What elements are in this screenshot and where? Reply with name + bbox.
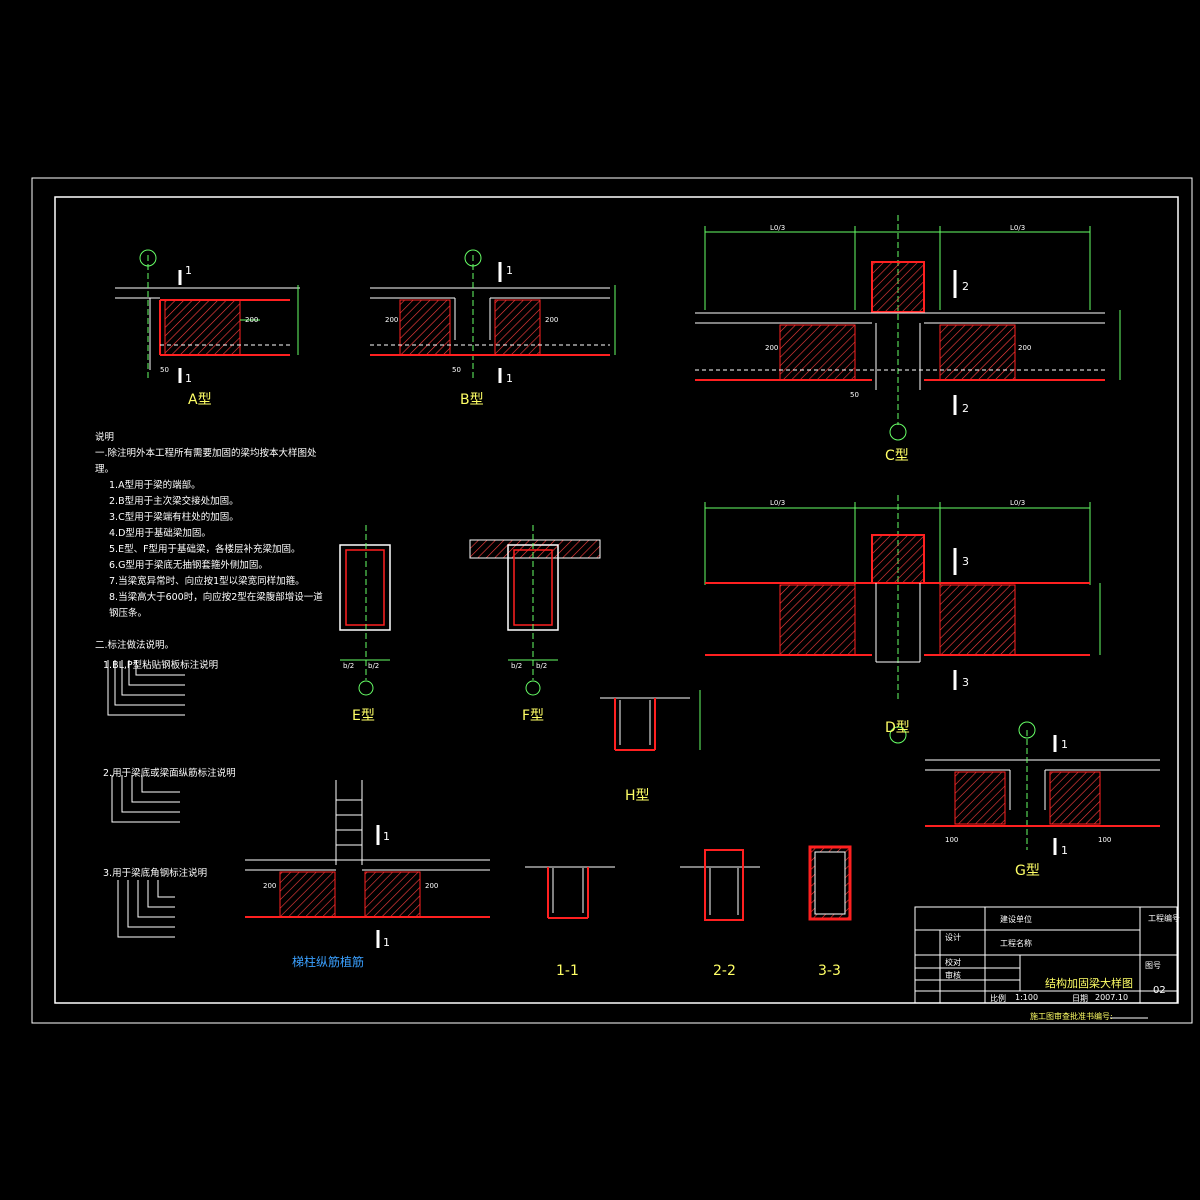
a-dim-200: 200	[245, 316, 258, 324]
detail-a: A型 1 1 200 50	[115, 249, 300, 408]
section-3-3-label: 3-3	[818, 963, 841, 979]
c-dim-lo3-left: L0/3	[770, 224, 785, 232]
detail-e: b/2 b/2 E型	[339, 525, 391, 724]
notes-item: 1.A型用于梁的端部。	[109, 480, 201, 491]
outer-frame	[31, 177, 1193, 1024]
d-type-label: D型	[885, 720, 910, 736]
detail-c: L0/3 L0/3 2 2 200 200 50 C型	[695, 215, 1121, 464]
col-dim-200-left: 200	[263, 882, 276, 890]
c-section-mark-top: 2	[962, 280, 969, 293]
e-type-label: E型	[352, 708, 375, 724]
tb-date-label: 日期	[1072, 994, 1088, 1003]
g-type-label: G型	[1015, 863, 1040, 879]
g-section-mark-bottom: 1	[1061, 844, 1068, 857]
tb-drawing-title: 结构加固梁大样图	[1045, 977, 1133, 990]
c-dim-50: 50	[850, 391, 859, 399]
title-block	[914, 906, 1178, 1004]
b-section-mark-top: 1	[506, 264, 513, 277]
e-dim-b2-left: b/2	[343, 662, 354, 670]
notes-sub2: 2.用于梁底或梁面纵筋标注说明	[103, 768, 236, 779]
b-dim-50: 50	[452, 366, 461, 374]
notes-line1: 一.除注明外本工程所有需要加固的梁均按本大样图处理。	[95, 448, 317, 475]
a-section-mark-bottom: 1	[185, 372, 192, 385]
tb-review: 审核	[945, 971, 961, 980]
col-dim-200-right: 200	[425, 882, 438, 890]
detail-f: b/2 b/2 F型	[469, 525, 601, 724]
g-dim-100-left: 100	[945, 836, 958, 844]
c-dim-200-right: 200	[1018, 344, 1031, 352]
notes-item: 4.D型用于基础梁加固。	[109, 528, 211, 539]
b-section-mark-bottom: 1	[506, 372, 513, 385]
notes-sub3: 3.用于梁底角钢标注说明	[103, 868, 208, 879]
footer-approval: 施工图审查批准书编号:	[1030, 1012, 1113, 1021]
tb-drawing-no-label: 图号	[1145, 961, 1161, 970]
f-dim-b2-left: b/2	[511, 662, 522, 670]
detail-d: L0/3 L0/3 3 3 D型	[704, 495, 1101, 744]
notes-sub1: 1.BL,P型粘贴钢板标注说明	[103, 660, 219, 671]
notes-title: 说明	[95, 432, 115, 443]
h-type-label: H型	[625, 788, 650, 804]
section-2-2-label: 2-2	[713, 963, 736, 979]
a-dim-50: 50	[160, 366, 169, 374]
c-section-mark-bottom: 2	[962, 402, 969, 415]
d-section-mark-top: 3	[962, 555, 969, 568]
notes-item: 7.当梁宽异常时、向应按1型以梁宽同样加箍。	[109, 576, 305, 587]
c-type-label: C型	[885, 448, 909, 464]
notes-item: 5.E型、F型用于基础梁，各楼层补充梁加固。	[109, 544, 301, 555]
c-dim-lo3-right: L0/3	[1010, 224, 1025, 232]
detail-g: 1 1 100 100 G型	[925, 721, 1160, 879]
g-dim-100-right: 100	[1098, 836, 1111, 844]
tb-design: 设计	[945, 933, 961, 942]
section-2-2: 2-2	[680, 849, 760, 979]
g-section-mark-top: 1	[1061, 738, 1068, 751]
d-dim-lo3-left: L0/3	[770, 499, 785, 507]
e-dim-b2-right: b/2	[368, 662, 379, 670]
tb-drawing-no: 02	[1153, 985, 1166, 996]
c-dim-200-left: 200	[765, 344, 778, 352]
tb-date: 2007.10	[1095, 993, 1129, 1002]
tb-dept: 建设单位	[1000, 915, 1032, 924]
detail-b: B型 1 1 200 200 50	[370, 249, 616, 408]
f-dim-b2-right: b/2	[536, 662, 547, 670]
notes-item: 6.G型用于梁底无抽钢套箍外侧加固。	[109, 560, 268, 571]
detail-column-anchor: 1 1 200 200 梯柱纵筋植筋	[245, 780, 490, 969]
section-1-1-label: 1-1	[556, 963, 579, 979]
d-dim-lo3-right: L0/3	[1010, 499, 1025, 507]
b-dim-200-left: 200	[385, 316, 398, 324]
a-section-mark-top: 1	[185, 264, 192, 277]
notes-item: 8.当梁高大于600时，向应按2型在梁腹部增设一道钢压条。	[109, 592, 323, 619]
tb-scale-label: 比例	[990, 994, 1006, 1003]
notes-panel: 说明 一.除注明外本工程所有需要加固的梁均按本大样图处理。 1.A型用于梁的端部…	[95, 430, 325, 882]
notes-item: 2.B型用于主次梁交接处加固。	[109, 496, 239, 507]
col-section-mark-bottom: 1	[383, 936, 390, 949]
notation-leaders	[107, 660, 185, 938]
b-type-label: B型	[460, 392, 484, 408]
col-section-mark-top: 1	[383, 830, 390, 843]
column-anchor-label: 梯柱纵筋植筋	[292, 954, 364, 969]
notes-item: 3.C型用于梁端有柱处的加固。	[109, 512, 239, 523]
f-type-label: F型	[522, 708, 544, 724]
b-dim-200-right: 200	[545, 316, 558, 324]
tb-project-no: 工程编号	[1148, 914, 1180, 923]
d-section-mark-bottom: 3	[962, 676, 969, 689]
detail-h: H型	[600, 690, 701, 804]
inner-frame	[54, 196, 1179, 1004]
tb-check: 校对	[945, 958, 961, 967]
section-3-3: 3-3	[808, 845, 852, 979]
tb-project: 工程名称	[1000, 939, 1032, 948]
tb-scale: 1:100	[1015, 993, 1039, 1002]
section-1-1: 1-1	[525, 866, 615, 979]
notes-section2: 二.标注做法说明。	[95, 640, 175, 651]
a-type-label: A型	[188, 392, 212, 408]
